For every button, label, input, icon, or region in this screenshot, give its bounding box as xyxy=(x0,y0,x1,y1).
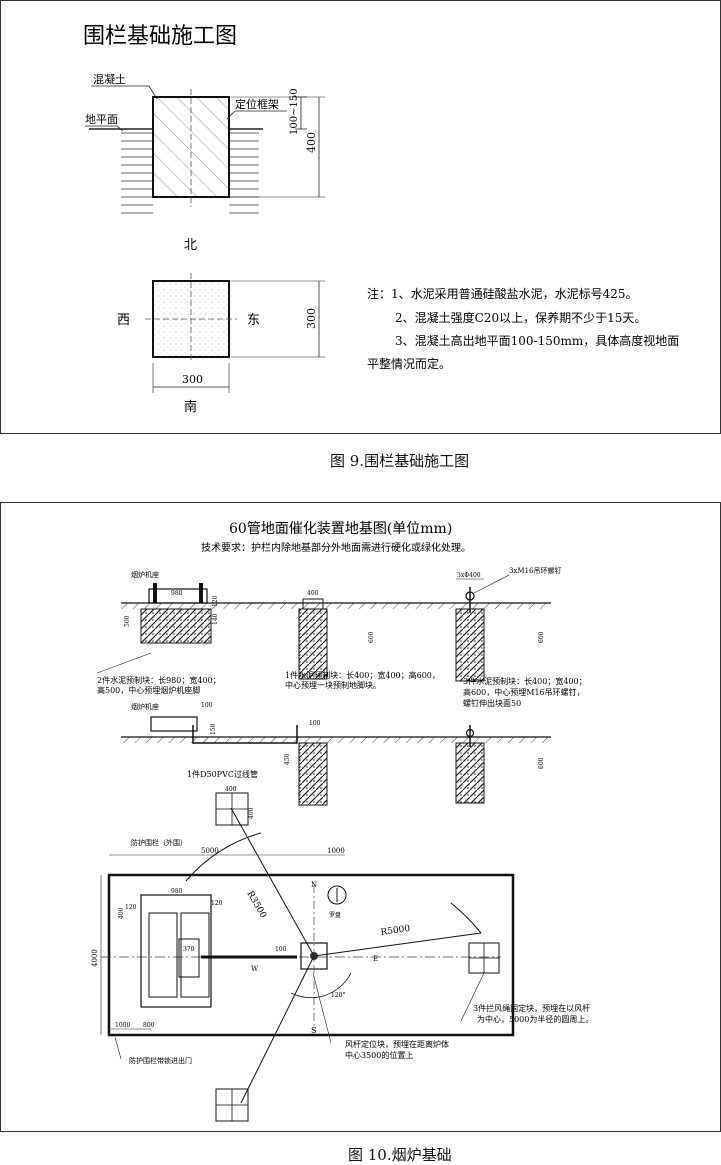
dim-bottom: 300 xyxy=(182,373,203,386)
dim-140: 140 xyxy=(212,613,219,625)
figure-9-frame: 围栏基础施工图 混凝土 地平面 定位框架 100~150 400 北 西 xyxy=(0,0,721,434)
note1-line-b: 高500，中心预埋烟炉机座脚 xyxy=(97,685,200,695)
dim-800: 800 xyxy=(143,1022,155,1029)
dim-side: 300 xyxy=(305,308,318,329)
figure-10-frame: 60管地面催化装置地基图(单位mm) 技术要求：护栏内除地基部分外地面需进行硬化… xyxy=(0,502,721,1132)
anchor-line-a: 风杆定位块，预埋在距离炉体 xyxy=(345,1039,449,1049)
dim-600c: 600 xyxy=(538,757,545,769)
label-fence: 防护围栏（外围） xyxy=(131,838,187,847)
label-north-n: N xyxy=(311,881,317,889)
dim-370: 370 xyxy=(183,946,195,953)
dim-3x400: 3xΦ400 xyxy=(457,572,481,579)
dim-top: 100~150 xyxy=(289,88,300,135)
dim-120c: 120 xyxy=(125,904,137,911)
note3-line-a: 3件水泥预制块：长400；宽400； xyxy=(463,676,587,686)
dim-400d: 400 xyxy=(248,807,255,819)
dim-400a: 400 xyxy=(307,590,319,597)
label-bolt: 3xM16吊环螺钉 xyxy=(509,566,561,575)
dim-400c: 400 xyxy=(225,786,237,793)
dim-1000b: 1000 xyxy=(115,1022,130,1029)
dim-depth: 400 xyxy=(305,132,318,153)
label-ground: 地平面 xyxy=(85,113,118,126)
note-line-4: 平整情况而定。 xyxy=(367,356,451,371)
figure-10-caption: 图 10.烟炉基础 xyxy=(348,1146,452,1164)
guy-line-a: 3件拦风绳固定块，预埋在以风杆 xyxy=(473,1003,590,1013)
note1-line-a: 2件水泥预制块：长980；宽400； xyxy=(97,675,221,685)
label-south: 南 xyxy=(184,399,197,415)
dim-120: 120 xyxy=(212,595,219,607)
label-east-e: E xyxy=(373,955,378,963)
fig10-subtitle: 技术要求：护栏内除地基部分外地面需进行硬化或绿化处理。 xyxy=(201,541,471,554)
dim-980: 980 xyxy=(171,590,183,597)
label-120-deg: 120° xyxy=(331,992,345,999)
figure-9-caption: 图 9.围栏基础施工图 xyxy=(330,452,470,470)
dim-100a: 100 xyxy=(201,702,213,709)
label-r3500: R3500 xyxy=(244,890,268,921)
dim-600a: 600 xyxy=(368,631,375,643)
guy-line-b: 为中心，5000为半径的圆周上。 xyxy=(477,1014,593,1024)
anchor-line-b: 中心3500的位置上 xyxy=(345,1050,413,1060)
label-pvc: 1件D50PVC过线管 xyxy=(187,769,258,779)
dim-150: 150 xyxy=(210,723,217,735)
dim-1000: 1000 xyxy=(327,847,345,855)
dim-120b: 120 xyxy=(211,900,223,907)
dim-450: 450 xyxy=(284,753,291,765)
label-door: 防护围栏带锁进出门 xyxy=(129,1056,192,1065)
section-row-2 xyxy=(121,716,551,806)
note3-line-c: 螺钉伸出块面50 xyxy=(463,698,521,708)
dim-4000: 4000 xyxy=(91,949,99,967)
label-furnace-base-2: 烟炉机座 xyxy=(131,702,159,711)
dim-500: 500 xyxy=(124,615,131,627)
section-row-1 xyxy=(121,578,551,682)
label-east: 东 xyxy=(247,313,260,328)
label-concrete: 混凝土 xyxy=(93,72,126,86)
label-south-s: S xyxy=(311,1026,316,1035)
note2-line-a: 1件水泥预制块：长400；宽400；高600， xyxy=(285,670,440,680)
note2-line-b: 中心预埋一块预制地脚块。 xyxy=(285,680,381,690)
fig9-title: 围栏基础施工图 xyxy=(83,24,237,49)
note-line-2: 2、混凝土强度C20以上，保养期不少于15天。 xyxy=(395,310,646,325)
dim-600b: 600 xyxy=(538,631,545,643)
plan-view xyxy=(100,792,515,1122)
figure-9-drawing: 围栏基础施工图 混凝土 地平面 定位框架 100~150 400 北 西 xyxy=(83,24,679,415)
note-line-3: 3、混凝土高出地平面100-150mm，具体高度视地面 xyxy=(395,333,679,348)
label-compass: 罗盘 xyxy=(329,911,341,919)
dim-100c: 100 xyxy=(275,946,287,953)
dim-400b: 400 xyxy=(118,907,125,919)
fig10-title: 60管地面催化装置地基图(单位mm) xyxy=(229,520,452,537)
ground-hatching xyxy=(89,128,263,217)
figure-10-drawing: 60管地面催化装置地基图(单位mm) 技术要求：护栏内除地基部分外地面需进行硬化… xyxy=(91,520,593,1122)
label-west-w: W xyxy=(251,965,259,973)
label-frame: 定位框架 xyxy=(235,97,279,111)
dim-100b: 100 xyxy=(309,720,321,727)
label-west: 西 xyxy=(117,313,130,328)
note-line-1: 注：1、水泥采用普通硅酸盐水泥，水泥标号425。 xyxy=(367,286,638,301)
label-north: 北 xyxy=(184,238,197,253)
dim-5000: 5000 xyxy=(201,847,219,855)
label-r5000: R5000 xyxy=(380,924,411,938)
label-furnace-base: 烟炉机座 xyxy=(131,570,159,579)
note3-line-b: 高600，中心预埋M16吊环螺钉， xyxy=(463,687,585,697)
dim-980b: 980 xyxy=(171,888,183,895)
